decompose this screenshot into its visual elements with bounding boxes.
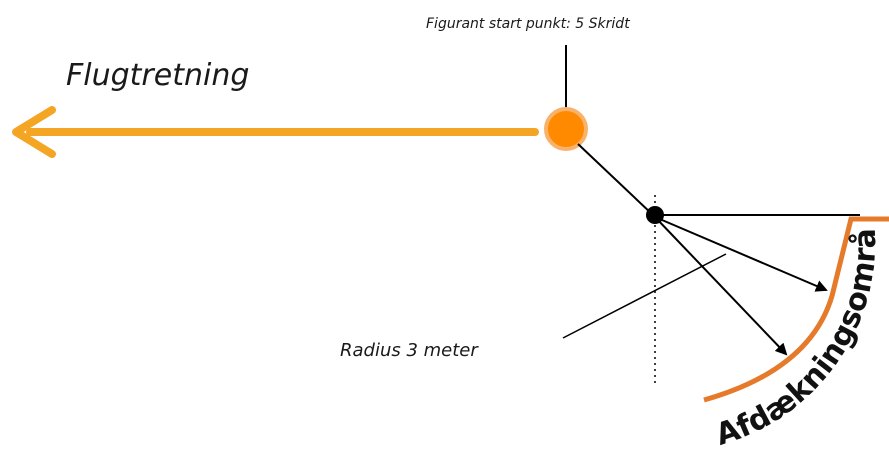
radius-label-pointer	[562, 253, 727, 339]
center-point-dot-icon	[646, 206, 664, 224]
flight-direction-label: Flugtretning	[66, 58, 250, 93]
coverage-area-arc	[703, 216, 889, 403]
flight-direction-arrow	[12, 106, 539, 158]
start-point-circle-icon	[544, 107, 588, 151]
radius-arrow-upper	[654, 216, 828, 292]
path-line	[577, 143, 654, 216]
radius-arrow-lower	[654, 216, 788, 356]
start-point-label: Figurant start punkt: 5 Skridt	[426, 16, 630, 32]
radius-label: Radius 3 meter	[340, 340, 478, 361]
arrow-left-icon	[12, 106, 56, 158]
